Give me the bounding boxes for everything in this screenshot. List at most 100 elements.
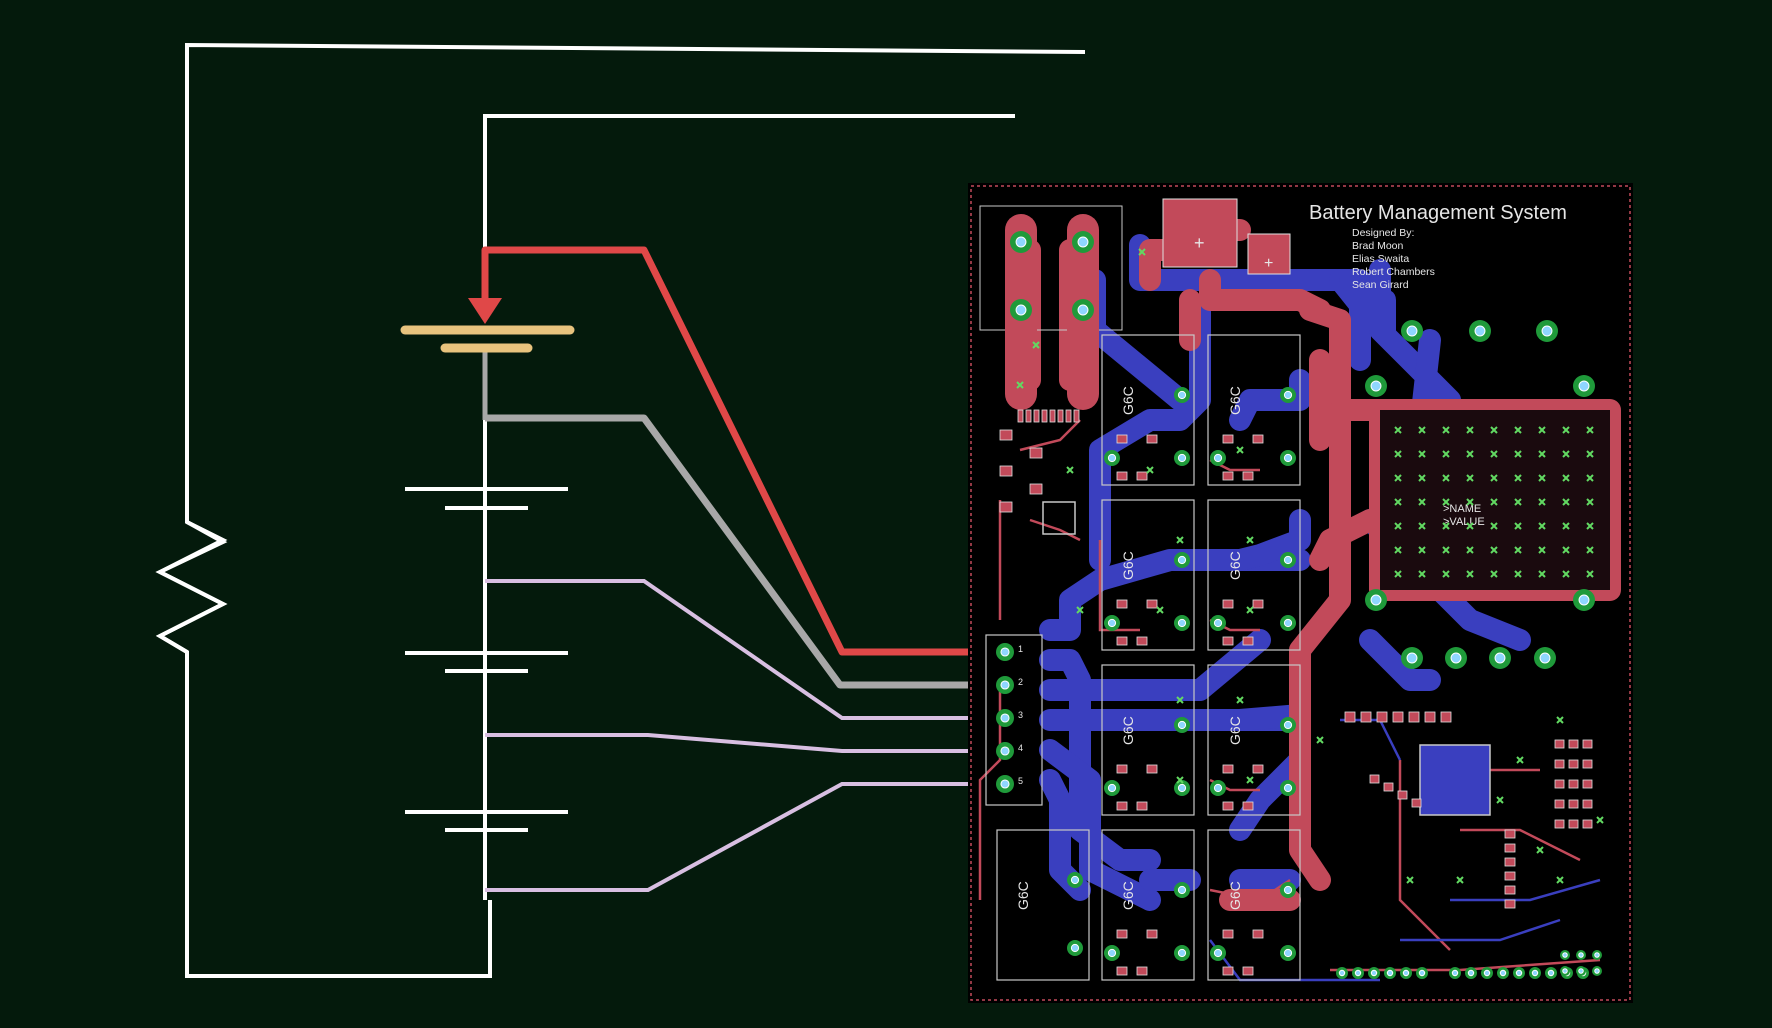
drill-hole <box>1213 453 1223 463</box>
via <box>1514 450 1522 458</box>
via <box>1236 446 1244 454</box>
via <box>1442 498 1450 506</box>
drill-hole <box>1370 594 1382 606</box>
positive-lead-wire <box>481 246 1005 656</box>
plus-sign: + <box>1264 255 1273 272</box>
drill-hole <box>1541 325 1553 337</box>
smd-pad <box>1504 885 1516 895</box>
pcb-components <box>996 231 1604 979</box>
relay-label: G6C <box>1227 716 1243 745</box>
via <box>1538 426 1546 434</box>
smd-pad <box>1568 779 1579 789</box>
via <box>1456 876 1464 884</box>
drill-hole <box>1177 720 1187 730</box>
smd-pad <box>1116 764 1128 774</box>
smd-pad <box>1242 636 1254 646</box>
smd-pad <box>1554 799 1565 809</box>
drill-hole <box>1000 713 1010 723</box>
drill-hole <box>1177 885 1187 895</box>
via <box>1562 450 1570 458</box>
drill-hole <box>1283 390 1293 400</box>
smd-pad <box>1582 779 1593 789</box>
via <box>1466 546 1474 554</box>
via <box>1490 546 1498 554</box>
smd-pad <box>1222 471 1234 481</box>
smd-pad <box>1041 409 1048 423</box>
smd-pad <box>1222 764 1234 774</box>
smd-pad <box>1440 711 1452 723</box>
via <box>1538 498 1546 506</box>
credits-line: Sean Girard <box>1352 279 1409 291</box>
smd-pad <box>999 429 1013 441</box>
drill-hole <box>1406 325 1418 337</box>
drill-hole <box>1177 555 1187 565</box>
smd-pad <box>1504 857 1516 867</box>
arrow-down-icon <box>468 298 502 324</box>
drill-hole <box>1494 652 1506 664</box>
drill-hole <box>1213 948 1223 958</box>
via <box>1586 474 1594 482</box>
drill-hole <box>1015 304 1027 316</box>
smd-pad <box>1392 711 1404 723</box>
drill-hole <box>1474 325 1486 337</box>
drill-hole <box>1000 746 1010 756</box>
drill-hole <box>1578 968 1584 974</box>
board-title: Battery Management System <box>1309 202 1567 224</box>
via <box>1514 522 1522 530</box>
via <box>1514 474 1522 482</box>
relay-label: G6C <box>1120 881 1136 910</box>
smd-pad <box>1252 764 1264 774</box>
via <box>1466 522 1474 530</box>
via <box>1316 736 1324 744</box>
relay-label: G6C <box>1227 551 1243 580</box>
drill-hole <box>1213 783 1223 793</box>
drill-hole <box>1539 652 1551 664</box>
smd-pad <box>1116 636 1128 646</box>
via <box>1418 498 1426 506</box>
via <box>1538 522 1546 530</box>
relay-label: G6C <box>1120 716 1136 745</box>
via <box>1596 816 1604 824</box>
drill-hole <box>1283 555 1293 565</box>
relay-label: G6C <box>1120 551 1136 580</box>
cell-tap-connector <box>985 634 1043 806</box>
via <box>1442 570 1450 578</box>
drill-hole <box>1283 948 1293 958</box>
via <box>1246 536 1254 544</box>
via <box>1394 426 1402 434</box>
drill-hole <box>1338 969 1346 977</box>
via <box>1066 466 1074 474</box>
via <box>1562 474 1570 482</box>
via <box>1538 450 1546 458</box>
via <box>1246 776 1254 784</box>
placeholder-value: >VALUE <box>1443 516 1485 528</box>
via <box>1156 606 1164 614</box>
smd-pad <box>1504 843 1516 853</box>
via <box>1586 570 1594 578</box>
smd-pad <box>1222 801 1234 811</box>
drill-hole <box>1000 779 1010 789</box>
credits-line: Brad Moon <box>1352 240 1404 252</box>
smd-pad <box>1017 409 1024 423</box>
via <box>1442 426 1450 434</box>
via <box>1176 776 1184 784</box>
smd-pad <box>1222 599 1234 609</box>
drill-hole <box>1370 380 1382 392</box>
via <box>1466 570 1474 578</box>
smd-pad <box>999 501 1013 513</box>
drill-hole <box>1370 969 1378 977</box>
smd-pad <box>1136 471 1148 481</box>
smd-pad <box>1073 409 1080 423</box>
drill-hole <box>1594 968 1600 974</box>
connector-pin-label: 4 <box>1018 743 1023 753</box>
drill-hole <box>1450 652 1462 664</box>
credits-line: Designed By: <box>1352 227 1414 239</box>
via <box>1490 426 1498 434</box>
via <box>1538 546 1546 554</box>
connector-pin-label: 2 <box>1018 677 1023 687</box>
cell-tap-3-wire <box>485 733 1005 753</box>
via <box>1466 498 1474 506</box>
via <box>1556 716 1564 724</box>
via <box>1536 846 1544 854</box>
